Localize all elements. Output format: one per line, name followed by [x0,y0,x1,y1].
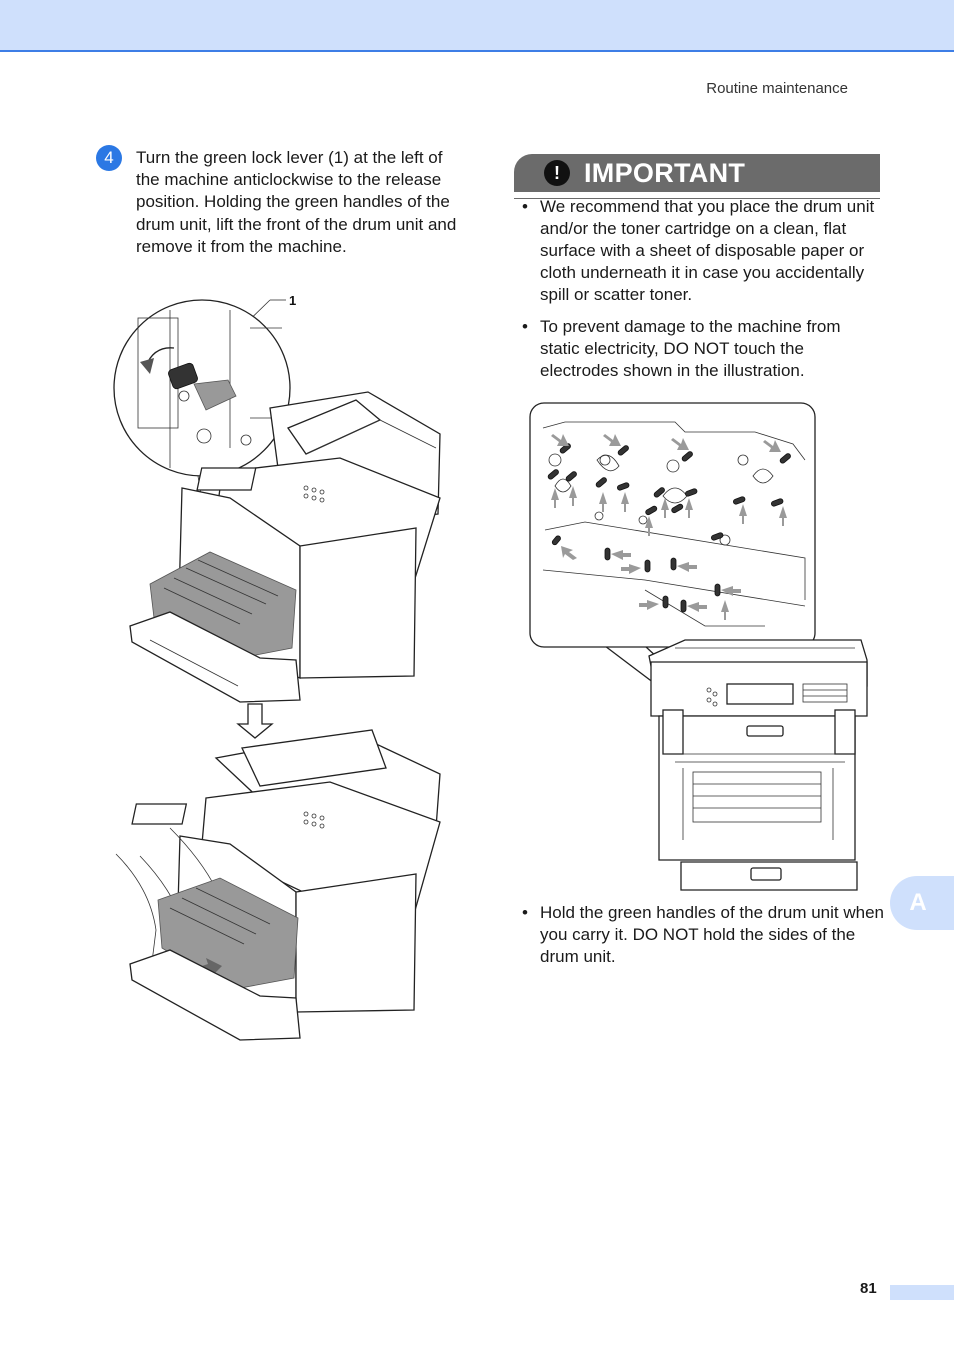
electrodes-illustration [529,402,868,891]
exclamation-icon: ! [544,160,570,186]
bullet-text: We recommend that you place the drum uni… [540,197,875,304]
drum-removal-illustration: 1 [113,293,441,1041]
appendix-tab: A [890,876,954,930]
page-number: 81 [860,1280,877,1297]
running-head: Routine maintenance [706,80,848,97]
bullet-marker: • [522,903,528,922]
bullet-marker: • [522,197,528,216]
bullet-text: Hold the green handles of the drum unit … [540,903,885,966]
step-instruction: Turn the green lock lever (1) at the lef… [136,148,457,256]
important-bullet-2: • To prevent damage to the machine from … [522,316,884,382]
bullet-text: To prevent damage to the machine from st… [540,317,841,380]
important-header: ! IMPORTANT [514,154,880,192]
step-number-badge: 4 [96,145,122,171]
important-bullet-3: • Hold the green handles of the drum uni… [522,902,884,968]
top-color-band [0,0,954,52]
bullet-marker: • [522,317,528,336]
important-bullet-1: • We recommend that you place the drum u… [522,196,884,306]
appendix-tab-label: A [909,889,927,916]
page-number-bar [890,1285,954,1300]
callout-number-1: 1 [289,293,296,308]
important-title: IMPORTANT [584,157,746,188]
important-rule [514,198,880,199]
step-number: 4 [104,148,114,167]
